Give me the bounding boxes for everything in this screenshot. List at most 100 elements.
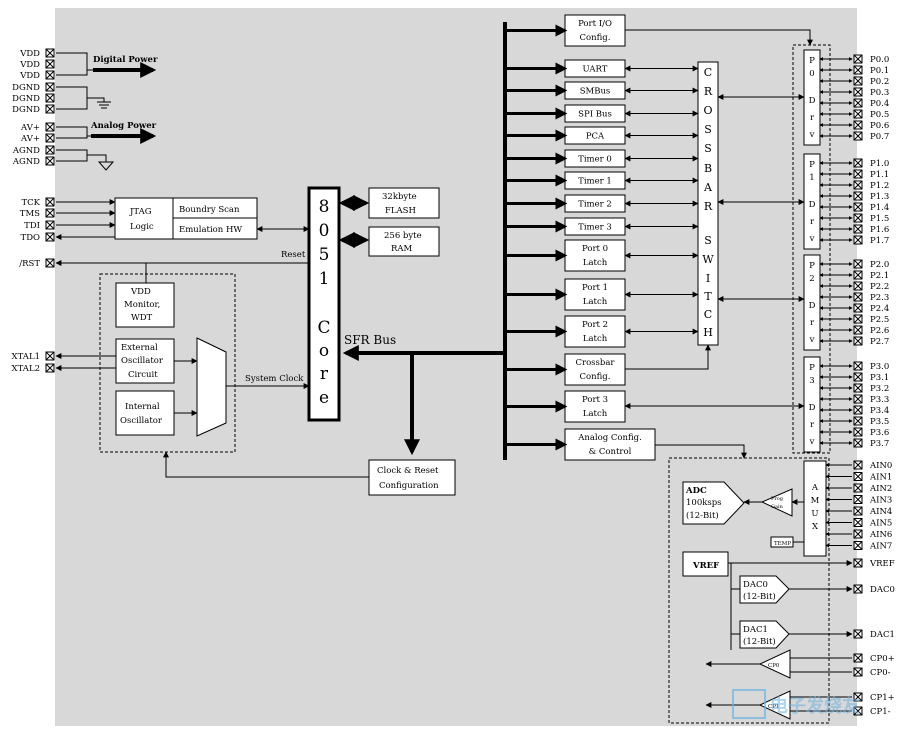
ext-osc-l2: Oscillator <box>121 356 164 366</box>
port-drv-region <box>792 44 831 454</box>
crossbar-config-link <box>625 344 711 370</box>
pin-icon <box>45 82 55 92</box>
ram-l1: 256 byte <box>384 231 422 241</box>
pin-icon <box>45 59 55 69</box>
pin-icon <box>853 191 863 201</box>
jtag-logic-line2: Logic <box>130 222 154 232</box>
pin-x <box>45 258 55 268</box>
pin-label: P2.0 <box>870 260 889 270</box>
pin-icon <box>45 48 55 58</box>
pin-x <box>45 232 55 242</box>
p3-drv-letter: P <box>809 363 815 373</box>
timer3-box-label: Timer 3 <box>578 223 612 233</box>
pin-icon <box>853 405 863 415</box>
pin-x <box>853 180 863 190</box>
pin-icon <box>853 169 863 179</box>
flash-box <box>368 187 440 219</box>
pin-label: P1.7 <box>870 236 889 246</box>
pin-label: P2.1 <box>870 271 889 281</box>
pin-label: P0.4 <box>870 99 889 109</box>
port1-latch-box-label: Port 1 <box>582 283 608 293</box>
pin-label: P1.1 <box>870 170 889 180</box>
adc-l2: 100ksps <box>686 498 722 508</box>
pin-label: AIN3 <box>869 496 892 506</box>
pin-label: CP0- <box>870 668 891 678</box>
core-letter: r <box>320 364 329 384</box>
vref-label: VREF <box>692 561 719 571</box>
core-letter: 0 <box>319 221 330 241</box>
p3-drv-letter: D <box>809 403 816 413</box>
pin-icon <box>853 120 863 130</box>
pin-x <box>853 109 863 119</box>
pin-x <box>45 59 55 69</box>
pin-label: XTAL2 <box>12 364 40 374</box>
pin-label: DAC0 <box>870 585 895 595</box>
pin-x <box>853 158 863 168</box>
pin-label: VDD <box>19 60 40 70</box>
pin-x <box>45 197 55 207</box>
pin-x <box>853 191 863 201</box>
analog-config-box <box>564 428 656 461</box>
pin-label: P0.6 <box>870 121 889 131</box>
pin-icon <box>853 259 863 269</box>
pin-icon <box>853 460 863 470</box>
pin-x <box>45 145 55 155</box>
crossbar-letter: T <box>704 290 712 303</box>
p3-drv-letter: 3 <box>809 376 814 386</box>
dac1-l2: (12-Bit) <box>743 636 776 647</box>
dac0-block <box>739 575 790 604</box>
pin-x <box>853 427 863 437</box>
pin-x <box>853 558 863 568</box>
pin-icon <box>853 202 863 212</box>
port0-latch-box-label: Latch <box>583 258 608 268</box>
pin-x <box>853 416 863 426</box>
temp-label: TEMP <box>774 541 791 547</box>
pin-icon <box>45 363 55 373</box>
pin-icon <box>853 54 863 64</box>
pin-label: /RST <box>19 259 40 269</box>
pin-icon <box>853 706 863 716</box>
core-letter: e <box>319 388 329 408</box>
pin-icon <box>853 472 863 481</box>
pin-x <box>853 394 863 404</box>
pin-label: AGND <box>12 157 40 167</box>
analog-config-box-label: & Control <box>589 447 632 457</box>
cp1-label: CP1 <box>768 704 779 710</box>
pin-x <box>853 405 863 415</box>
pin-x <box>45 122 55 132</box>
pin-icon <box>853 87 863 97</box>
pin-label: AIN0 <box>869 461 892 471</box>
port1-latch-box-label: Latch <box>583 297 608 307</box>
amux-letter: A <box>811 483 819 493</box>
pin-label: AIN7 <box>869 542 892 552</box>
pin-label: AV+ <box>20 123 40 133</box>
p1-drv-letter: r <box>810 217 815 227</box>
port-io-config-box-label: Config. <box>580 33 611 43</box>
pin-label: DGND <box>12 105 40 115</box>
dac0-l1: DAC0 <box>743 580 768 590</box>
pin-x <box>853 438 863 448</box>
pin-icon <box>853 131 863 141</box>
pin-icon <box>45 122 55 132</box>
pin-label: P3.7 <box>870 439 889 449</box>
pin-icon <box>853 325 863 335</box>
pin-x <box>853 54 863 64</box>
pin-icon <box>45 133 55 143</box>
prog-gain-l1: Prog <box>771 496 784 502</box>
port3-latch-box-label: Port 3 <box>582 395 608 405</box>
pin-x <box>853 584 863 594</box>
port2-latch-box-label: Latch <box>583 334 608 344</box>
pin-x <box>853 281 863 291</box>
int-osc-box <box>115 390 175 436</box>
p0-drv-letter: 0 <box>809 69 814 79</box>
pin-icon <box>853 235 863 245</box>
crossbar-letter: B <box>704 162 712 175</box>
pin-icon <box>853 692 863 702</box>
pin-label: AGND <box>12 146 40 156</box>
pin-label: P0.7 <box>870 132 889 142</box>
pin-label: P3.4 <box>870 406 889 416</box>
pin-icon <box>853 495 863 504</box>
